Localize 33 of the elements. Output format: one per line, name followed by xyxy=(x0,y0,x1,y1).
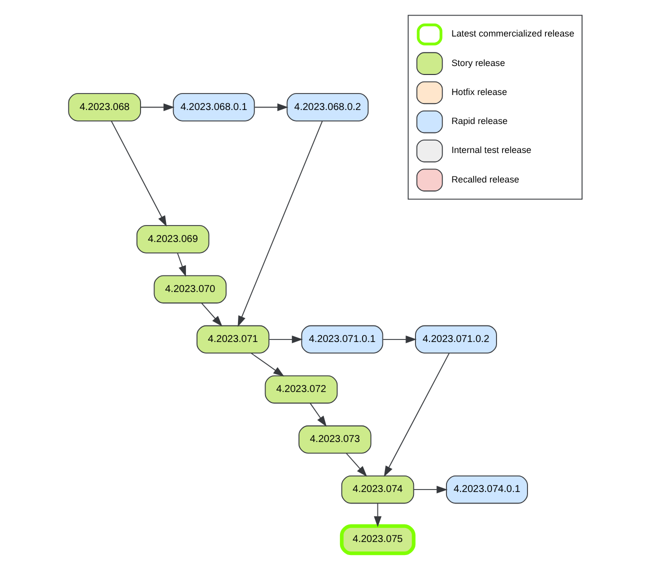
arrow xyxy=(250,352,284,377)
node-box: 4.2023.071.0.1 xyxy=(301,325,384,354)
node-box: 4.2023.075 xyxy=(340,524,416,556)
node-box: 4.2023.070 xyxy=(154,275,227,304)
legend-label: Rapid release xyxy=(451,116,508,126)
node-box: 4.2023.068.0.1 xyxy=(172,93,255,122)
arrow xyxy=(140,103,174,112)
node-box: 4.2023.069 xyxy=(136,225,210,254)
node-box: 4.2023.074.0.1 xyxy=(446,476,528,504)
legend-label: Latest commercialized release xyxy=(451,28,574,39)
node-box: 4.2023.071 xyxy=(196,325,270,354)
arrow xyxy=(238,120,323,327)
legend-label: Recalled release xyxy=(451,174,520,184)
arrow xyxy=(310,402,327,427)
arrow xyxy=(254,103,288,112)
arrow xyxy=(414,486,448,494)
node-box: 4.2023.071.0.2 xyxy=(415,325,497,354)
node-box: 4.2023.068.0.2 xyxy=(286,93,369,122)
arrow xyxy=(201,302,222,327)
arrow xyxy=(382,336,417,344)
arrow xyxy=(346,452,368,477)
legend-label: Story release xyxy=(451,58,506,68)
node-box: 4.2023.072 xyxy=(264,375,338,404)
arrow xyxy=(384,352,450,477)
arrow xyxy=(268,336,303,344)
node-box: 4.2023.068 xyxy=(68,93,142,122)
arrow xyxy=(110,120,167,227)
arrow xyxy=(374,502,382,528)
node-box: 4.2023.073 xyxy=(298,425,372,454)
legend-label: Internal test release xyxy=(451,145,532,156)
legend-label: Hotfix release xyxy=(451,86,508,97)
node-box: 4.2023.074 xyxy=(341,476,414,504)
arrow xyxy=(177,252,186,277)
